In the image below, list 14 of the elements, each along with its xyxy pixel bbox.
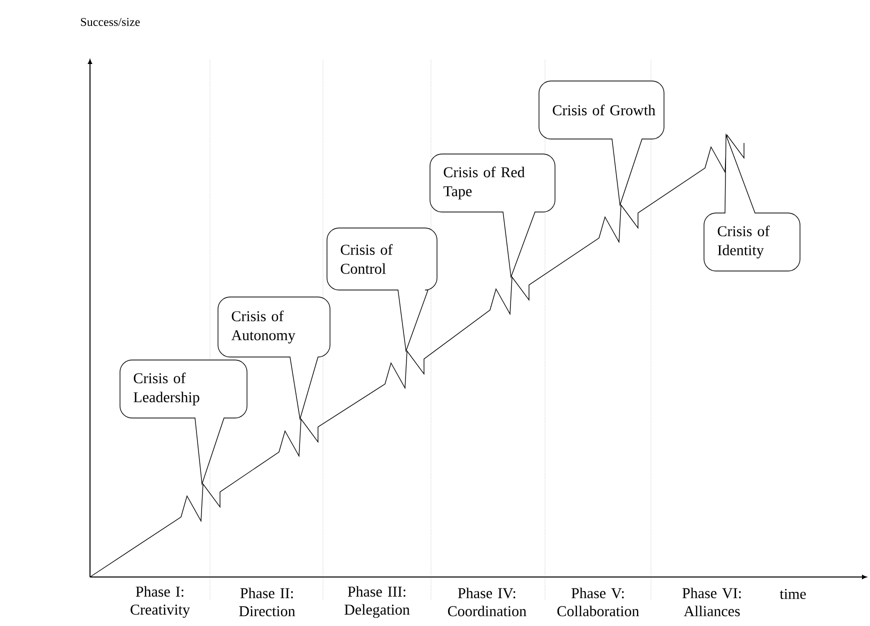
axis-label: Success/size [81,18,140,26]
phase-label: Phase VI: Alliances [682,588,741,616]
axis-label: time [780,588,806,600]
phase-label: Phase IV: Coordination [448,588,526,616]
callout-bubble: Crisis of Red Tape [430,154,556,278]
callout-bubble: Crisis of Growth [538,80,664,206]
phase-label: Phase V: Collaboration [557,588,640,616]
phase-label: Phase I: Creativity [130,586,190,618]
callout-bubble: Crisis of Leadership [120,360,248,484]
callout-bubble: Crisis of Identity [704,134,800,272]
phase-label: Phase II: Direction [239,588,296,616]
callout-bubble: Crisis of Control [326,228,438,352]
callout-bubble: Crisis of Autonomy [218,296,330,420]
phase-label: Phase III: Delegation [344,586,410,618]
